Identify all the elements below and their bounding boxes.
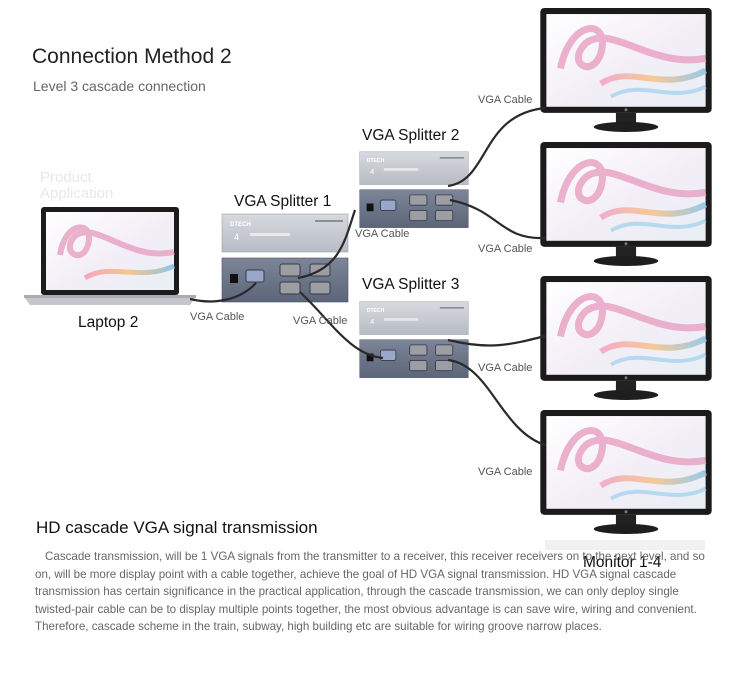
cable-label-splitter-3: VGA Cable (293, 315, 348, 327)
vga-splitter-3-device (359, 301, 469, 379)
monitor-1-icon (540, 8, 711, 132)
description-body: Cascade transmission, will be 1 VGA sign… (35, 550, 705, 633)
watermark-text: Product Application (40, 169, 114, 202)
page-title: Connection Method 2 (32, 45, 232, 68)
monitor-4-icon (540, 410, 711, 534)
laptop-label: Laptop 2 (78, 314, 139, 331)
vga-splitter-1-label: VGA Splitter 1 (234, 193, 332, 210)
vga-cables (189, 106, 546, 447)
vga-splitter-2-label: VGA Splitter 2 (362, 127, 460, 144)
cable-label-monitor-2: VGA Cable (478, 243, 533, 255)
laptop-icon (24, 207, 196, 305)
monitor-3-icon (540, 276, 711, 400)
vga-splitter-3-label: VGA Splitter 3 (362, 276, 460, 293)
description-heading: HD cascade VGA signal transmission (36, 518, 318, 537)
monitor-label: Monitor 1-4 (583, 554, 662, 571)
cable-label-monitor-1: VGA Cable (478, 94, 533, 106)
page-subtitle: Level 3 cascade connection (33, 78, 206, 94)
cable-label-monitor-4: VGA Cable (478, 466, 533, 478)
cable-label-laptop: VGA Cable (190, 311, 245, 323)
vga-splitter-1-device (221, 213, 349, 303)
monitor-2-icon (540, 142, 711, 266)
cable-label-monitor-3: VGA Cable (478, 362, 533, 374)
vga-splitter-2-device (359, 151, 469, 229)
cable-label-splitter-2: VGA Cable (355, 228, 410, 240)
